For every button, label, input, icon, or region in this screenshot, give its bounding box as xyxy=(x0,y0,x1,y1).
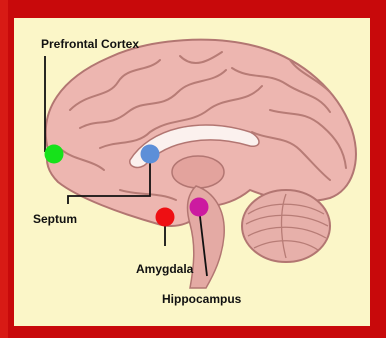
septum-marker xyxy=(141,145,160,164)
hippocampus-label: Hippocampus xyxy=(162,292,242,306)
prefrontal-cortex-label: Prefrontal Cortex xyxy=(41,37,139,51)
amygdala-label: Amygdala xyxy=(136,262,194,276)
amygdala-marker xyxy=(156,208,175,227)
prefrontal-marker xyxy=(45,145,64,164)
hippocampus-marker xyxy=(190,198,209,217)
septum-label: Septum xyxy=(33,212,77,226)
cerebellum xyxy=(242,190,330,262)
thalamus xyxy=(172,156,224,188)
